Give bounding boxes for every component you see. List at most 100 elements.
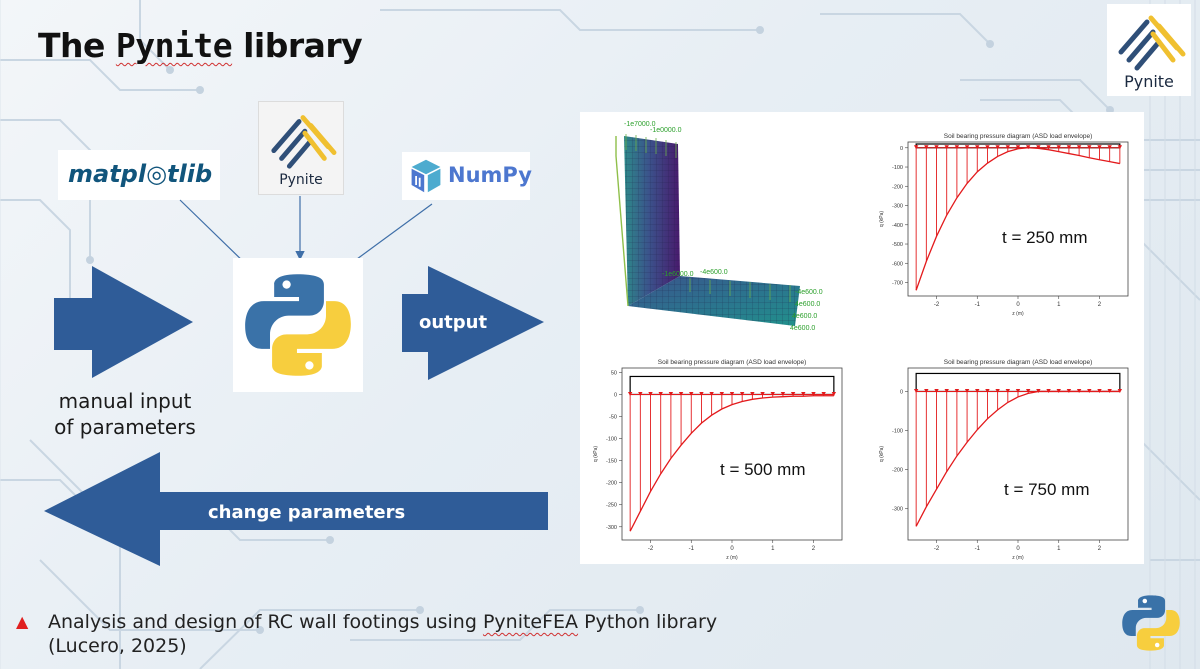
slide-title: The Pynite library	[38, 26, 363, 65]
annotation-500: t = 500 mm	[720, 460, 806, 479]
x-tick-label: -2	[648, 546, 654, 552]
y-tick-label: -150	[606, 459, 617, 465]
pressure-marker	[954, 145, 960, 150]
y-tick-label: 50	[611, 370, 617, 376]
pressure-marker	[1036, 145, 1041, 150]
python-logo-icon	[245, 274, 351, 376]
pressure-marker	[1066, 145, 1072, 150]
y-tick-label: -300	[606, 525, 617, 531]
pynite-pyramid-icon	[1118, 15, 1186, 71]
pynite-center-logo: Pynite	[258, 101, 344, 195]
pressure-marker	[1056, 145, 1061, 150]
x-tick-label: 0	[730, 546, 734, 552]
footer-reference: Analysis and design of RC wall footings …	[48, 611, 718, 657]
x-tick-label: -1	[975, 546, 981, 552]
pressure-marker	[934, 145, 939, 150]
pynite-corner-logo: Pynite	[1107, 4, 1191, 96]
x-axis-label: z (m)	[1012, 555, 1024, 560]
pressure-marker	[924, 388, 929, 393]
y-tick-label: -300	[892, 204, 903, 210]
chart-title: Soil bearing pressure diagram (ASD load …	[658, 359, 807, 366]
pressure-marker	[1025, 388, 1031, 393]
python-corner-icon	[1122, 595, 1180, 651]
fe-model-render: -1e7000.0 -1e0000.0 -1e6000.0 -4e600.0 -…	[615, 121, 823, 332]
x-tick-label: -2	[934, 546, 940, 552]
pressure-marker	[924, 145, 929, 150]
x-tick-label: 0	[1016, 546, 1020, 552]
pressure-marker	[1087, 145, 1092, 150]
y-tick-label: -400	[892, 223, 903, 229]
model-load-label: -4e600.0	[700, 269, 728, 276]
y-tick-label: -100	[606, 437, 617, 443]
model-load-label: -1e0000.0	[650, 127, 682, 134]
y-axis-label: q (kPa)	[879, 446, 885, 462]
x-axis-label: z (m)	[726, 555, 738, 560]
pressure-marker	[944, 145, 949, 150]
x-tick-label: 1	[1057, 546, 1061, 552]
y-tick-label: -200	[892, 184, 903, 190]
numpy-logo: NumPy	[402, 152, 532, 200]
y-tick-label: -100	[892, 429, 903, 435]
x-tick-label: -1	[689, 546, 695, 552]
pynite-center-label: Pynite	[279, 172, 323, 188]
footer-bullet-icon: ▲	[16, 612, 29, 631]
pressure-marker	[913, 388, 919, 393]
y-tick-label: -300	[892, 507, 903, 513]
model-load-label: -1e6000.0	[662, 271, 694, 278]
y-tick-label: 0	[900, 389, 903, 395]
pressure-marker	[1097, 145, 1102, 150]
y-tick-label: -250	[606, 503, 617, 509]
pressure-envelope-line	[915, 390, 1120, 527]
x-tick-label: 1	[1057, 302, 1061, 308]
y-tick-label: -500	[892, 242, 903, 248]
pressure-marker	[964, 388, 970, 393]
pressure-marker	[985, 388, 990, 393]
pressure-marker	[1005, 388, 1011, 393]
pressure-marker	[995, 145, 1000, 150]
footing-outline	[629, 375, 835, 396]
y-tick-label: -200	[606, 481, 617, 487]
pressure-marker	[913, 145, 919, 150]
pressure-marker	[1015, 388, 1021, 393]
chart-title: Soil bearing pressure diagram (ASD load …	[944, 133, 1093, 140]
pressure-marker	[1015, 145, 1021, 150]
x-tick-label: -1	[975, 302, 981, 308]
pressure-marker	[1005, 145, 1011, 150]
input-arrow	[54, 266, 193, 378]
x-tick-label: -2	[934, 302, 940, 308]
y-tick-label: -200	[892, 468, 903, 474]
x-axis-label: z (m)	[1012, 311, 1024, 316]
pressure-marker	[1107, 145, 1112, 150]
pressure-marker	[964, 145, 970, 150]
title-code-word: Pynite	[115, 26, 233, 65]
y-tick-label: -700	[892, 281, 903, 287]
chart-title: Soil bearing pressure diagram (ASD load …	[944, 359, 1093, 366]
model-load-label: 4e600.0	[790, 325, 815, 332]
model-load-label: 4e600.0	[792, 313, 817, 320]
pressure-marker	[954, 388, 960, 393]
output-arrow	[402, 266, 544, 380]
y-tick-label: -600	[892, 261, 903, 267]
pressure-chart-750: Soil bearing pressure diagram (ASD load …	[879, 359, 1129, 560]
matplotlib-logo: matpl◎tlib	[58, 150, 220, 200]
results-figure: -1e7000.0 -1e0000.0 -1e6000.0 -4e600.0 -…	[580, 112, 1144, 564]
manual-input-label: manual input of parameters	[54, 389, 196, 439]
model-load-label: 4e600.0	[795, 301, 820, 308]
reference-library-name: PyniteFEA	[482, 611, 579, 633]
y-tick-label: 0	[900, 146, 903, 152]
pressure-marker	[1046, 145, 1051, 150]
y-axis-label: q (kPa)	[879, 211, 885, 227]
pynite-pyramid-icon	[271, 115, 337, 169]
pressure-marker	[1076, 145, 1082, 150]
annotation-750: t = 750 mm	[1004, 480, 1090, 499]
pressure-marker	[627, 391, 633, 396]
model-load-label: -1e7000.0	[624, 121, 656, 128]
x-tick-label: 2	[812, 546, 816, 552]
pressure-marker	[985, 145, 990, 150]
change-parameters-arrow	[44, 452, 548, 566]
pressure-envelope-line	[915, 147, 1120, 291]
y-tick-label: -50	[609, 415, 617, 421]
x-tick-label: 0	[1016, 302, 1020, 308]
model-load-label: -4e600.0	[795, 289, 823, 296]
